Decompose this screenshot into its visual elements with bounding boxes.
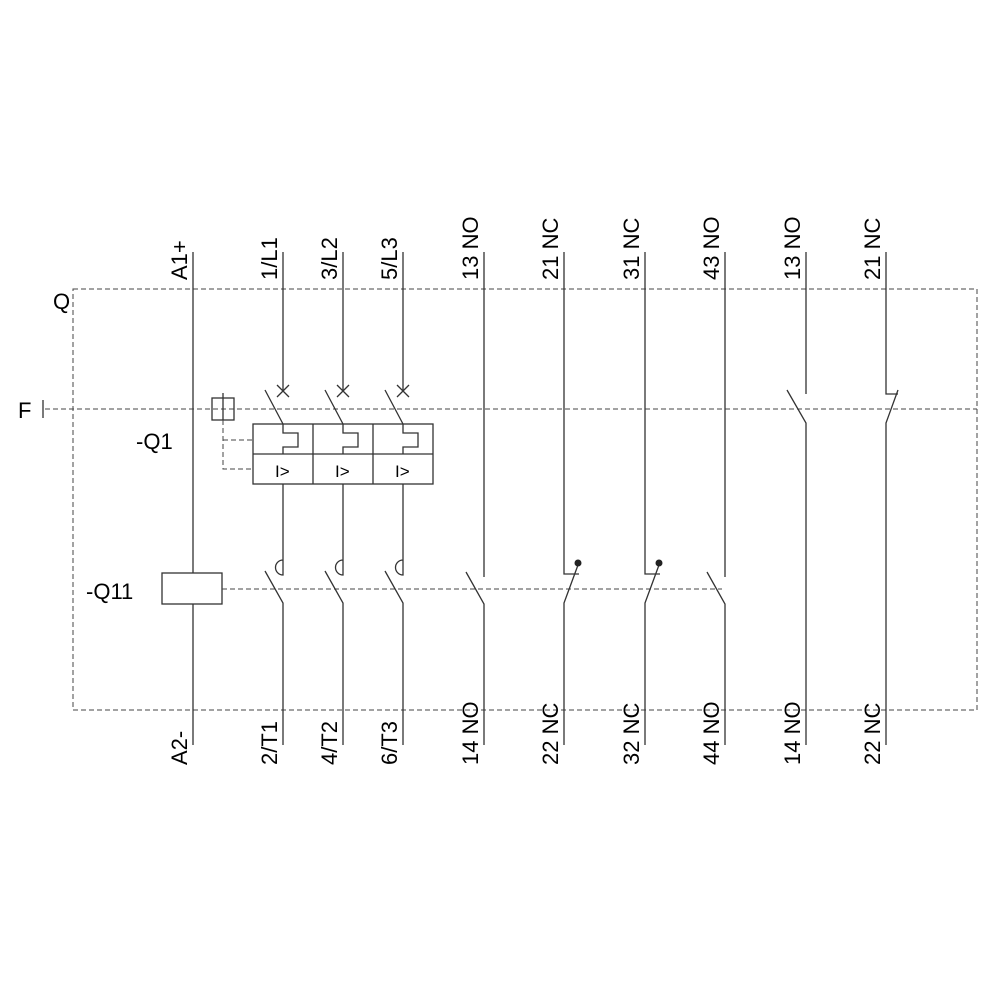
terminal-column: 5/L3 6/T3 I> xyxy=(377,237,419,765)
bottom-terminal-label: 22 NC xyxy=(860,703,885,765)
top-terminal-label: 31 NC xyxy=(619,218,644,280)
q1-label: -Q1 xyxy=(136,429,173,454)
top-terminal-label: 13 NO xyxy=(780,216,805,280)
terminal-column: 21 NC 22 NC xyxy=(860,218,899,765)
bottom-terminal-label: 6/T3 xyxy=(377,721,402,765)
terminal-column: 43 NO 44 NO xyxy=(699,216,726,765)
top-terminal-label: A1+ xyxy=(167,240,192,280)
breaker-contact xyxy=(264,389,299,454)
contactor-wire xyxy=(334,484,344,576)
terminal-column: 3/L2 4/T2 I> xyxy=(317,237,359,765)
terminal-column: 1/L1 2/T1 I> xyxy=(257,237,299,765)
top-terminal-label: 21 NC xyxy=(860,218,885,280)
terminal-column: 31 NC 32 NC xyxy=(619,218,663,765)
cross-icon xyxy=(396,384,410,398)
terminal-column: A1+ A2- xyxy=(167,240,194,765)
top-terminal-label: 3/L2 xyxy=(317,237,342,280)
no-contact xyxy=(786,389,807,745)
contactor-wire xyxy=(394,484,404,576)
bottom-terminal-label: 4/T2 xyxy=(317,721,342,765)
terminal-column: 21 NC 22 NC xyxy=(538,218,582,765)
manual-operator-icon xyxy=(211,393,235,421)
device-enclosure xyxy=(72,288,978,711)
top-terminal-label: 5/L3 xyxy=(377,237,402,280)
top-terminal-label: 43 NO xyxy=(699,216,724,280)
bottom-terminal-label: 32 NC xyxy=(619,703,644,765)
contactor-contact xyxy=(384,570,404,745)
terminal-column: 13 NO 14 NO xyxy=(780,216,807,765)
overcurrent-label: I> xyxy=(395,462,410,481)
bottom-terminal-label: 44 NO xyxy=(699,701,724,765)
contactor-contact xyxy=(264,570,284,745)
terminal-column: 13 NO 14 NO xyxy=(458,216,485,765)
q1-link xyxy=(222,420,253,470)
wire xyxy=(644,252,660,575)
breaker-contact xyxy=(324,389,359,454)
q11-coil xyxy=(161,572,223,605)
bottom-terminal-label: 14 NO xyxy=(780,701,805,765)
contact-dot-icon xyxy=(574,559,582,567)
q11-label: -Q11 xyxy=(86,579,133,604)
wire xyxy=(885,252,898,395)
contactor-contact xyxy=(324,570,344,745)
no-contact xyxy=(465,571,485,745)
no-contact xyxy=(706,571,726,745)
cross-icon xyxy=(276,384,290,398)
overcurrent-label: I> xyxy=(335,462,350,481)
nc-contact xyxy=(563,564,579,745)
overcurrent-label: I> xyxy=(275,462,290,481)
contactor-wire xyxy=(274,484,284,576)
nc-contact xyxy=(885,389,899,745)
wire xyxy=(563,252,579,575)
cross-icon xyxy=(336,384,350,398)
q-label: Q xyxy=(53,289,70,314)
contact-dot-icon xyxy=(655,559,663,567)
bottom-terminal-label: A2- xyxy=(167,731,192,765)
breaker-contact xyxy=(384,389,419,454)
top-terminal-label: 1/L1 xyxy=(257,237,282,280)
bottom-terminal-label: 22 NC xyxy=(538,703,563,765)
nc-contact xyxy=(644,564,660,745)
bottom-terminal-label: 2/T1 xyxy=(257,721,282,765)
top-terminal-label: 21 NC xyxy=(538,218,563,280)
bottom-terminal-label: 14 NO xyxy=(458,701,483,765)
f-label: F xyxy=(18,398,31,423)
top-terminal-label: 13 NO xyxy=(458,216,483,280)
